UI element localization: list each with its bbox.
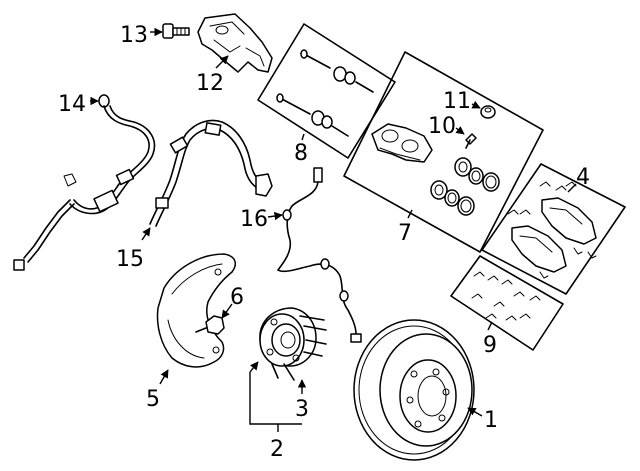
callout-1: 1: [484, 408, 498, 433]
part-1-brake-rotor: [353, 319, 475, 461]
callout-9: 9: [483, 333, 497, 358]
callout-15: 15: [116, 247, 144, 272]
part-9-pad-hardware-kit: [450, 255, 564, 351]
callout-12: 12: [196, 71, 224, 96]
part-14-brake-hose: [13, 94, 156, 271]
callout-14: 14: [58, 92, 86, 117]
callout-8: 8: [294, 141, 308, 166]
part-2-hub-bearing: [259, 307, 317, 367]
part-8-slide-pin-kit: [257, 23, 396, 159]
part-11-bleeder-cap: [480, 105, 496, 119]
part-12-caliper-bracket: [197, 13, 273, 73]
callout-5: 5: [146, 387, 160, 412]
callout-6: 6: [230, 285, 244, 310]
part-5-dust-shield: [156, 253, 237, 368]
part-7-caliper-overhaul-kit: [343, 51, 544, 253]
callout-16: 16: [240, 207, 268, 232]
part-3-wheel-studs: [271, 315, 327, 381]
part-15-brake-line: [149, 119, 273, 227]
callout-11: 11: [443, 89, 471, 114]
part-6-bolt: [195, 315, 225, 335]
callout-3: 3: [295, 397, 309, 422]
part-13-bolt: [162, 23, 190, 39]
part-10-bleeder-screw: [465, 133, 477, 149]
callout-7: 7: [398, 221, 412, 246]
callout-10: 10: [428, 114, 456, 139]
callout-2: 2: [270, 437, 284, 462]
callout-13: 13: [120, 23, 148, 48]
part-16-abs-sensor: [277, 167, 362, 343]
part-4-brake-pad-set: [481, 163, 626, 295]
callout-4: 4: [576, 165, 590, 190]
